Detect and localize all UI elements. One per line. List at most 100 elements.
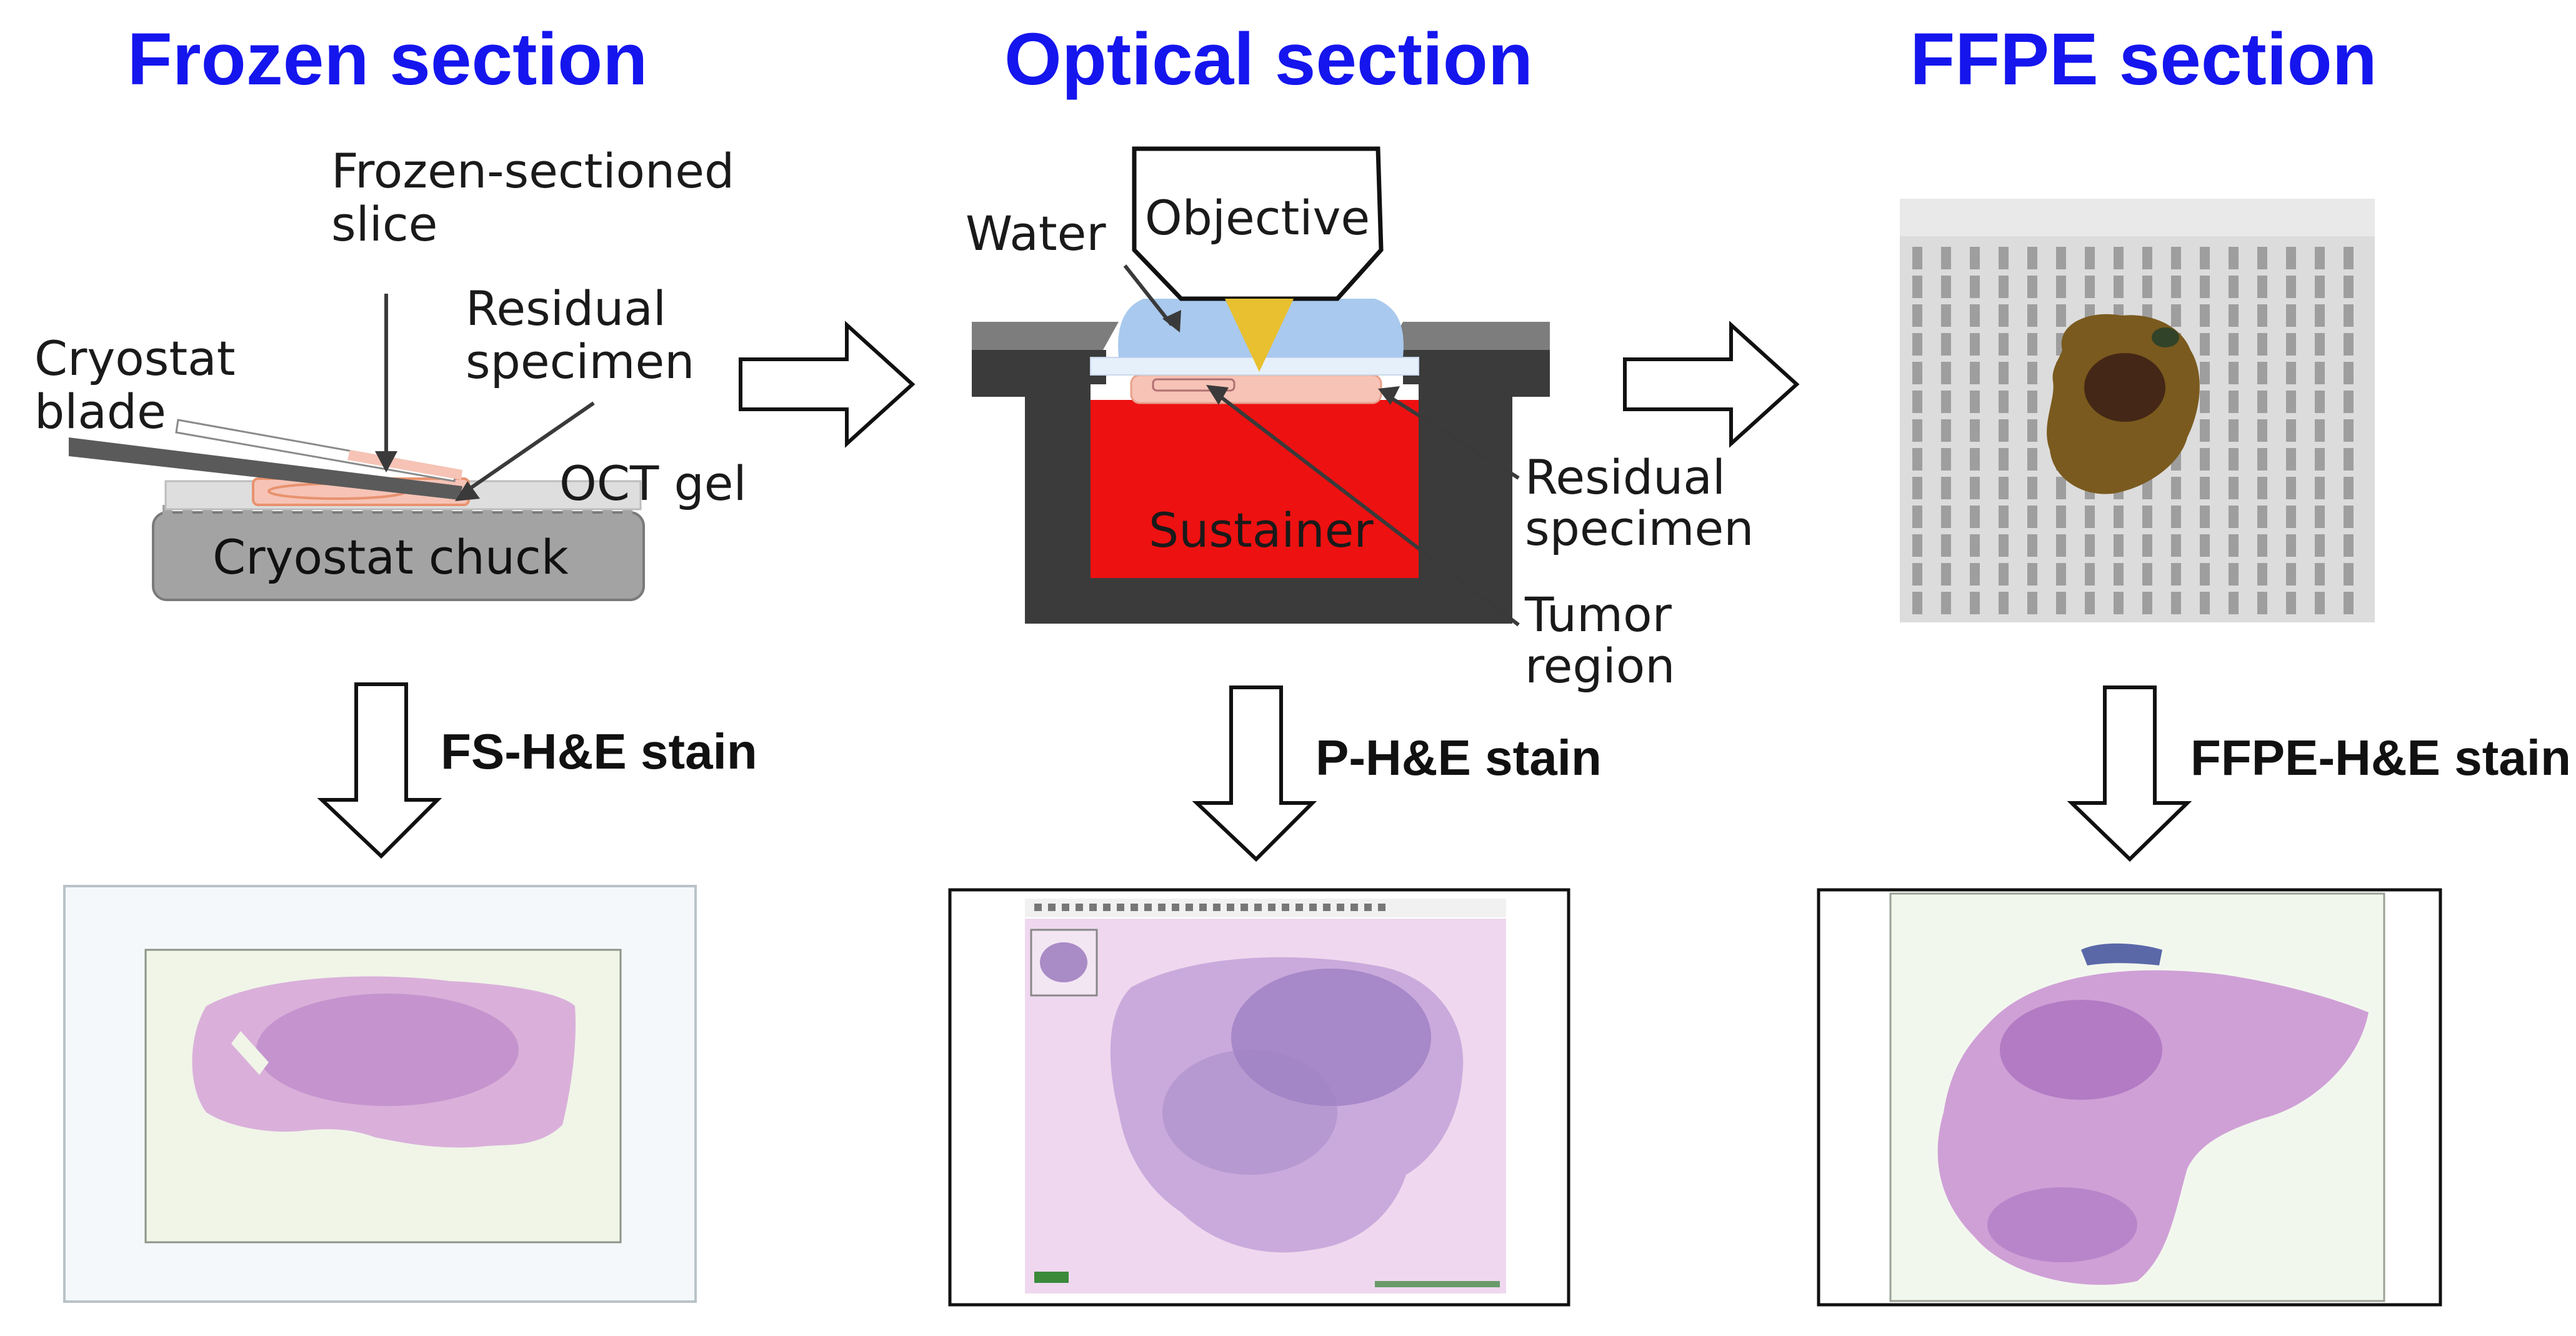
viewer-tool-icon[interactable] xyxy=(1103,904,1111,911)
cassette-slot xyxy=(1999,276,2009,298)
cassette-slot xyxy=(1912,506,1922,528)
cassette-slot xyxy=(2286,419,2296,442)
cassette-slot xyxy=(1999,333,2009,356)
viewer-tool-icon[interactable] xyxy=(1309,904,1317,911)
cassette-slot xyxy=(1999,419,2009,442)
viewer-tool-icon[interactable] xyxy=(1048,904,1056,911)
cassette-slot xyxy=(1999,448,2009,471)
cryostat-chuck xyxy=(152,511,645,601)
cassette-slot xyxy=(1941,247,1951,269)
cassette-slot xyxy=(2200,534,2210,557)
cassette-slot xyxy=(2200,247,2210,269)
cassette-slot xyxy=(1999,534,2009,557)
residual-arrow-head xyxy=(455,481,480,501)
viewer-tool-icon[interactable] xyxy=(1337,904,1344,911)
cassette-slot xyxy=(2344,391,2354,413)
ffpe-tissue-dark xyxy=(2084,353,2165,422)
cassette-slot xyxy=(2286,247,2296,269)
viewer-tool-icon[interactable] xyxy=(1117,904,1124,911)
cassette-slot xyxy=(2056,506,2066,528)
viewer-tool-icon[interactable] xyxy=(1254,904,1262,911)
viewer-scalebar xyxy=(1034,1272,1069,1283)
viewer-tool-icon[interactable] xyxy=(1089,904,1097,911)
water-arrow xyxy=(1123,264,1174,326)
cassette-slot xyxy=(2027,276,2037,298)
cassette-slot xyxy=(1912,477,1922,499)
viewer-tool-icon[interactable] xyxy=(1199,904,1207,911)
cassette-slot xyxy=(2229,592,2239,614)
label-frozen-slice-2: slice xyxy=(331,196,437,252)
viewer-tool-icon[interactable] xyxy=(1282,904,1289,911)
cassette-slot xyxy=(2257,563,2267,586)
cassette-slot xyxy=(2171,534,2181,557)
viewer-tool-icon[interactable] xyxy=(1172,904,1179,911)
cassette-slot xyxy=(2286,333,2296,356)
cassette-slot xyxy=(2257,362,2267,384)
cassette-slot xyxy=(2085,506,2095,528)
cassette-slot xyxy=(2027,477,2037,499)
cassette-slot xyxy=(2056,563,2066,586)
cassette-slot xyxy=(2200,477,2210,499)
cassette-slot xyxy=(1970,592,1980,614)
viewer-tool-icon[interactable] xyxy=(1364,904,1372,911)
cassette-slot xyxy=(2257,448,2267,471)
viewer-tool-icon[interactable] xyxy=(1241,904,1248,911)
cassette-slot xyxy=(2257,506,2267,528)
residual-optical-arrow-head xyxy=(1378,386,1400,405)
viewer-tool-icon[interactable] xyxy=(1076,904,1083,911)
cassette-slot xyxy=(2229,276,2239,298)
cassette-slot xyxy=(2315,592,2325,614)
cassette-slot xyxy=(1970,276,1980,298)
cassette-slot xyxy=(1970,563,1980,586)
cassette-slot xyxy=(1941,563,1951,586)
label-cryostat-chuck: Cryostat chuck xyxy=(212,529,569,585)
viewer-tool-icon[interactable] xyxy=(1213,904,1221,911)
cassette-slot xyxy=(2315,304,2325,327)
viewer-tool-icon[interactable] xyxy=(1295,904,1303,911)
arrow-down-frozen xyxy=(317,682,442,859)
cassette-slot xyxy=(2344,276,2354,298)
viewer-tool-icon[interactable] xyxy=(1268,904,1276,911)
label-residual-2: specimen xyxy=(466,334,694,389)
viewer-thumbnail-tissue xyxy=(1040,942,1087,982)
cassette-slot xyxy=(1941,592,1951,614)
cassette-slot xyxy=(2171,304,2181,327)
residual-arrow xyxy=(461,401,595,496)
viewer-tool-icon[interactable] xyxy=(1323,904,1330,911)
viewer-tool-icon[interactable] xyxy=(1378,904,1385,911)
cassette-slot xyxy=(2027,419,2037,442)
cassette-slot xyxy=(2344,506,2354,528)
viewer-tool-icon[interactable] xyxy=(1186,904,1193,911)
cryostat-blade xyxy=(69,437,462,500)
optical-schematic xyxy=(972,146,1550,627)
viewer-tool-icon[interactable] xyxy=(1034,904,1042,911)
cassette-slot xyxy=(2085,534,2095,557)
cassette-slot xyxy=(2056,592,2066,614)
objective xyxy=(1132,146,1384,301)
label-blade-2: blade xyxy=(34,384,166,439)
viewer-tool-icon[interactable] xyxy=(1158,904,1166,911)
stain-label-ffpe: FFPE-H&E stain xyxy=(2190,730,2571,785)
viewer-tool-icon[interactable] xyxy=(1350,904,1358,911)
cassette-slot xyxy=(2257,391,2267,413)
cassette-slot xyxy=(1941,506,1951,528)
cassette-slot xyxy=(2142,563,2152,586)
cassette-slot xyxy=(2142,506,2152,528)
cassette-slot xyxy=(2315,506,2325,528)
viewer-tool-icon[interactable] xyxy=(1144,904,1152,911)
viewer-tool-icon[interactable] xyxy=(1227,904,1234,911)
cassette-slot xyxy=(2200,506,2210,528)
arrow-down-optical xyxy=(1192,685,1317,862)
viewer-tool-icon[interactable] xyxy=(1062,904,1069,911)
cassette-slot xyxy=(2027,506,2037,528)
cassette-slot xyxy=(2229,477,2239,499)
cassette-slot xyxy=(1941,304,1951,327)
viewer-tool-icon[interactable] xyxy=(1131,904,1138,911)
cassette-slot xyxy=(1970,477,1980,499)
cassette-slot xyxy=(2056,477,2066,499)
cassette-slot xyxy=(1912,304,1922,327)
cassette-slot xyxy=(2315,247,2325,269)
cassette-slot xyxy=(2286,592,2296,614)
light-cone xyxy=(1225,299,1294,372)
p-tissue-dense xyxy=(1231,969,1431,1106)
